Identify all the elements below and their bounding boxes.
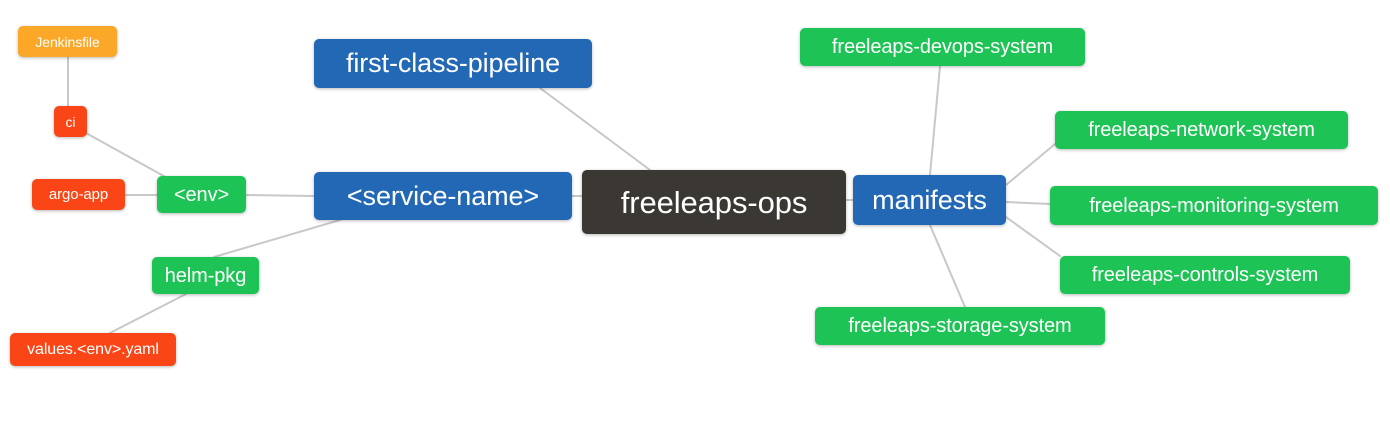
node-label-freeleaps-network-system: freeleaps-network-system (1088, 119, 1315, 141)
node-label-values-env-yaml: values.<env>.yaml (27, 340, 159, 358)
node-label-manifests: manifests (872, 184, 987, 215)
node-label-first-class-pipeline: first-class-pipeline (345, 48, 561, 78)
node-label-ci: ci (65, 113, 76, 130)
node-ci[interactable]: ci (54, 106, 87, 137)
node-service-name[interactable]: <service-name> (314, 172, 572, 220)
node-label-service-name: <service-name> (346, 180, 540, 211)
node-label-freeleaps-controls-system: freeleaps-controls-system (1091, 264, 1319, 286)
node-env[interactable]: <env> (157, 176, 246, 213)
edge-manifests-devops (929, 65, 941, 176)
node-helm-pkg[interactable]: helm-pkg (152, 257, 259, 294)
node-first-class-pipeline[interactable]: first-class-pipeline (314, 39, 592, 88)
node-label-freeleaps-devops-system: freeleaps-devops-system (831, 36, 1054, 58)
node-label-env: <env> (173, 183, 230, 206)
node-label-jenkinsfile: Jenkinsfile (35, 33, 100, 50)
node-freeleaps-storage-system[interactable]: freeleaps-storage-system (815, 307, 1105, 345)
edge-env-service-name (245, 194, 315, 197)
node-label-freeleaps-storage-system: freeleaps-storage-system (848, 315, 1072, 337)
node-label-freeleaps-ops: freeleaps-ops (620, 184, 808, 220)
node-freeleaps-network-system[interactable]: freeleaps-network-system (1055, 111, 1348, 149)
node-freeleaps-devops-system[interactable]: freeleaps-devops-system (800, 28, 1085, 66)
edge-manifests-monitoring (1005, 201, 1051, 205)
node-argo-app[interactable]: argo-app (32, 179, 125, 210)
node-values-env-yaml[interactable]: values.<env>.yaml (10, 333, 176, 366)
node-label-helm-pkg: helm-pkg (164, 264, 247, 287)
node-freeleaps-ops[interactable]: freeleaps-ops (582, 170, 846, 234)
edge-manifests-network (1005, 143, 1056, 186)
node-label-freeleaps-monitoring-system: freeleaps-monitoring-system (1089, 194, 1339, 217)
node-jenkinsfile[interactable]: Jenkinsfile (18, 26, 117, 57)
edge-helm-pkg-service-name (213, 219, 341, 258)
edge-values-helm-pkg (109, 293, 187, 334)
node-freeleaps-monitoring-system[interactable]: freeleaps-monitoring-system (1050, 186, 1378, 225)
edge-first-class-pipeline-ops (539, 87, 651, 171)
node-manifests[interactable]: manifests (853, 175, 1006, 225)
node-label-argo-app: argo-app (48, 186, 109, 203)
node-freeleaps-controls-system[interactable]: freeleaps-controls-system (1060, 256, 1350, 294)
edge-manifests-storage (929, 224, 966, 308)
